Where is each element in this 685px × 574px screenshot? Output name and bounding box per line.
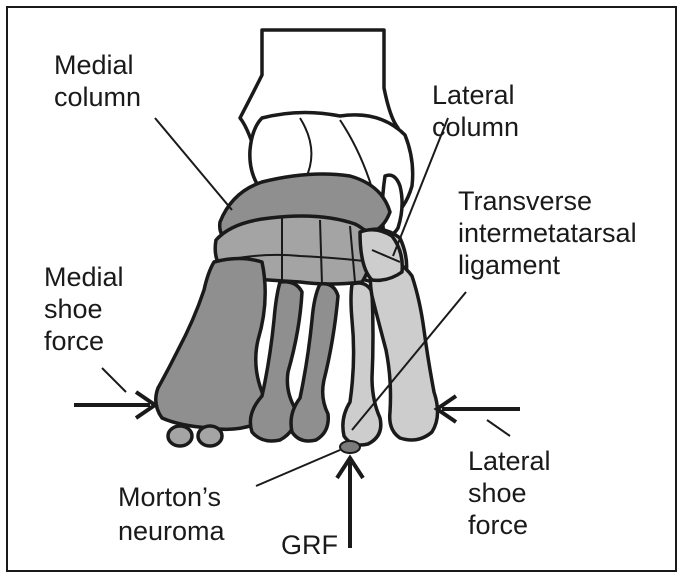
mortons-neuroma-mark <box>340 441 360 453</box>
sesamoid-lateral <box>198 426 222 446</box>
metatarsal-1 <box>156 259 265 430</box>
medial-column-leader <box>155 118 232 210</box>
label-lateral-column: Lateral column <box>432 80 522 142</box>
sesamoid-medial <box>168 426 192 446</box>
label-lateral-shoe-force: Lateral shoe force <box>468 446 558 540</box>
neuroma-leader <box>256 450 340 486</box>
metatarsal-5 <box>370 259 437 440</box>
lateral-force-leader <box>487 420 510 436</box>
label-transverse-ligament: Transverse intermetatarsal ligament <box>458 186 644 280</box>
label-mortons-neuroma: Morton’s neuroma <box>118 482 229 546</box>
lateral-shoe-force-arrow <box>437 396 520 422</box>
medial-shoe-force-arrow <box>74 392 155 418</box>
label-medial-shoe-force: Medial shoe force <box>44 262 131 356</box>
label-grf: GRF <box>281 530 338 560</box>
grf-arrow <box>337 458 363 548</box>
label-medial-column: Medial column <box>54 50 141 112</box>
medial-force-leader <box>102 368 126 392</box>
